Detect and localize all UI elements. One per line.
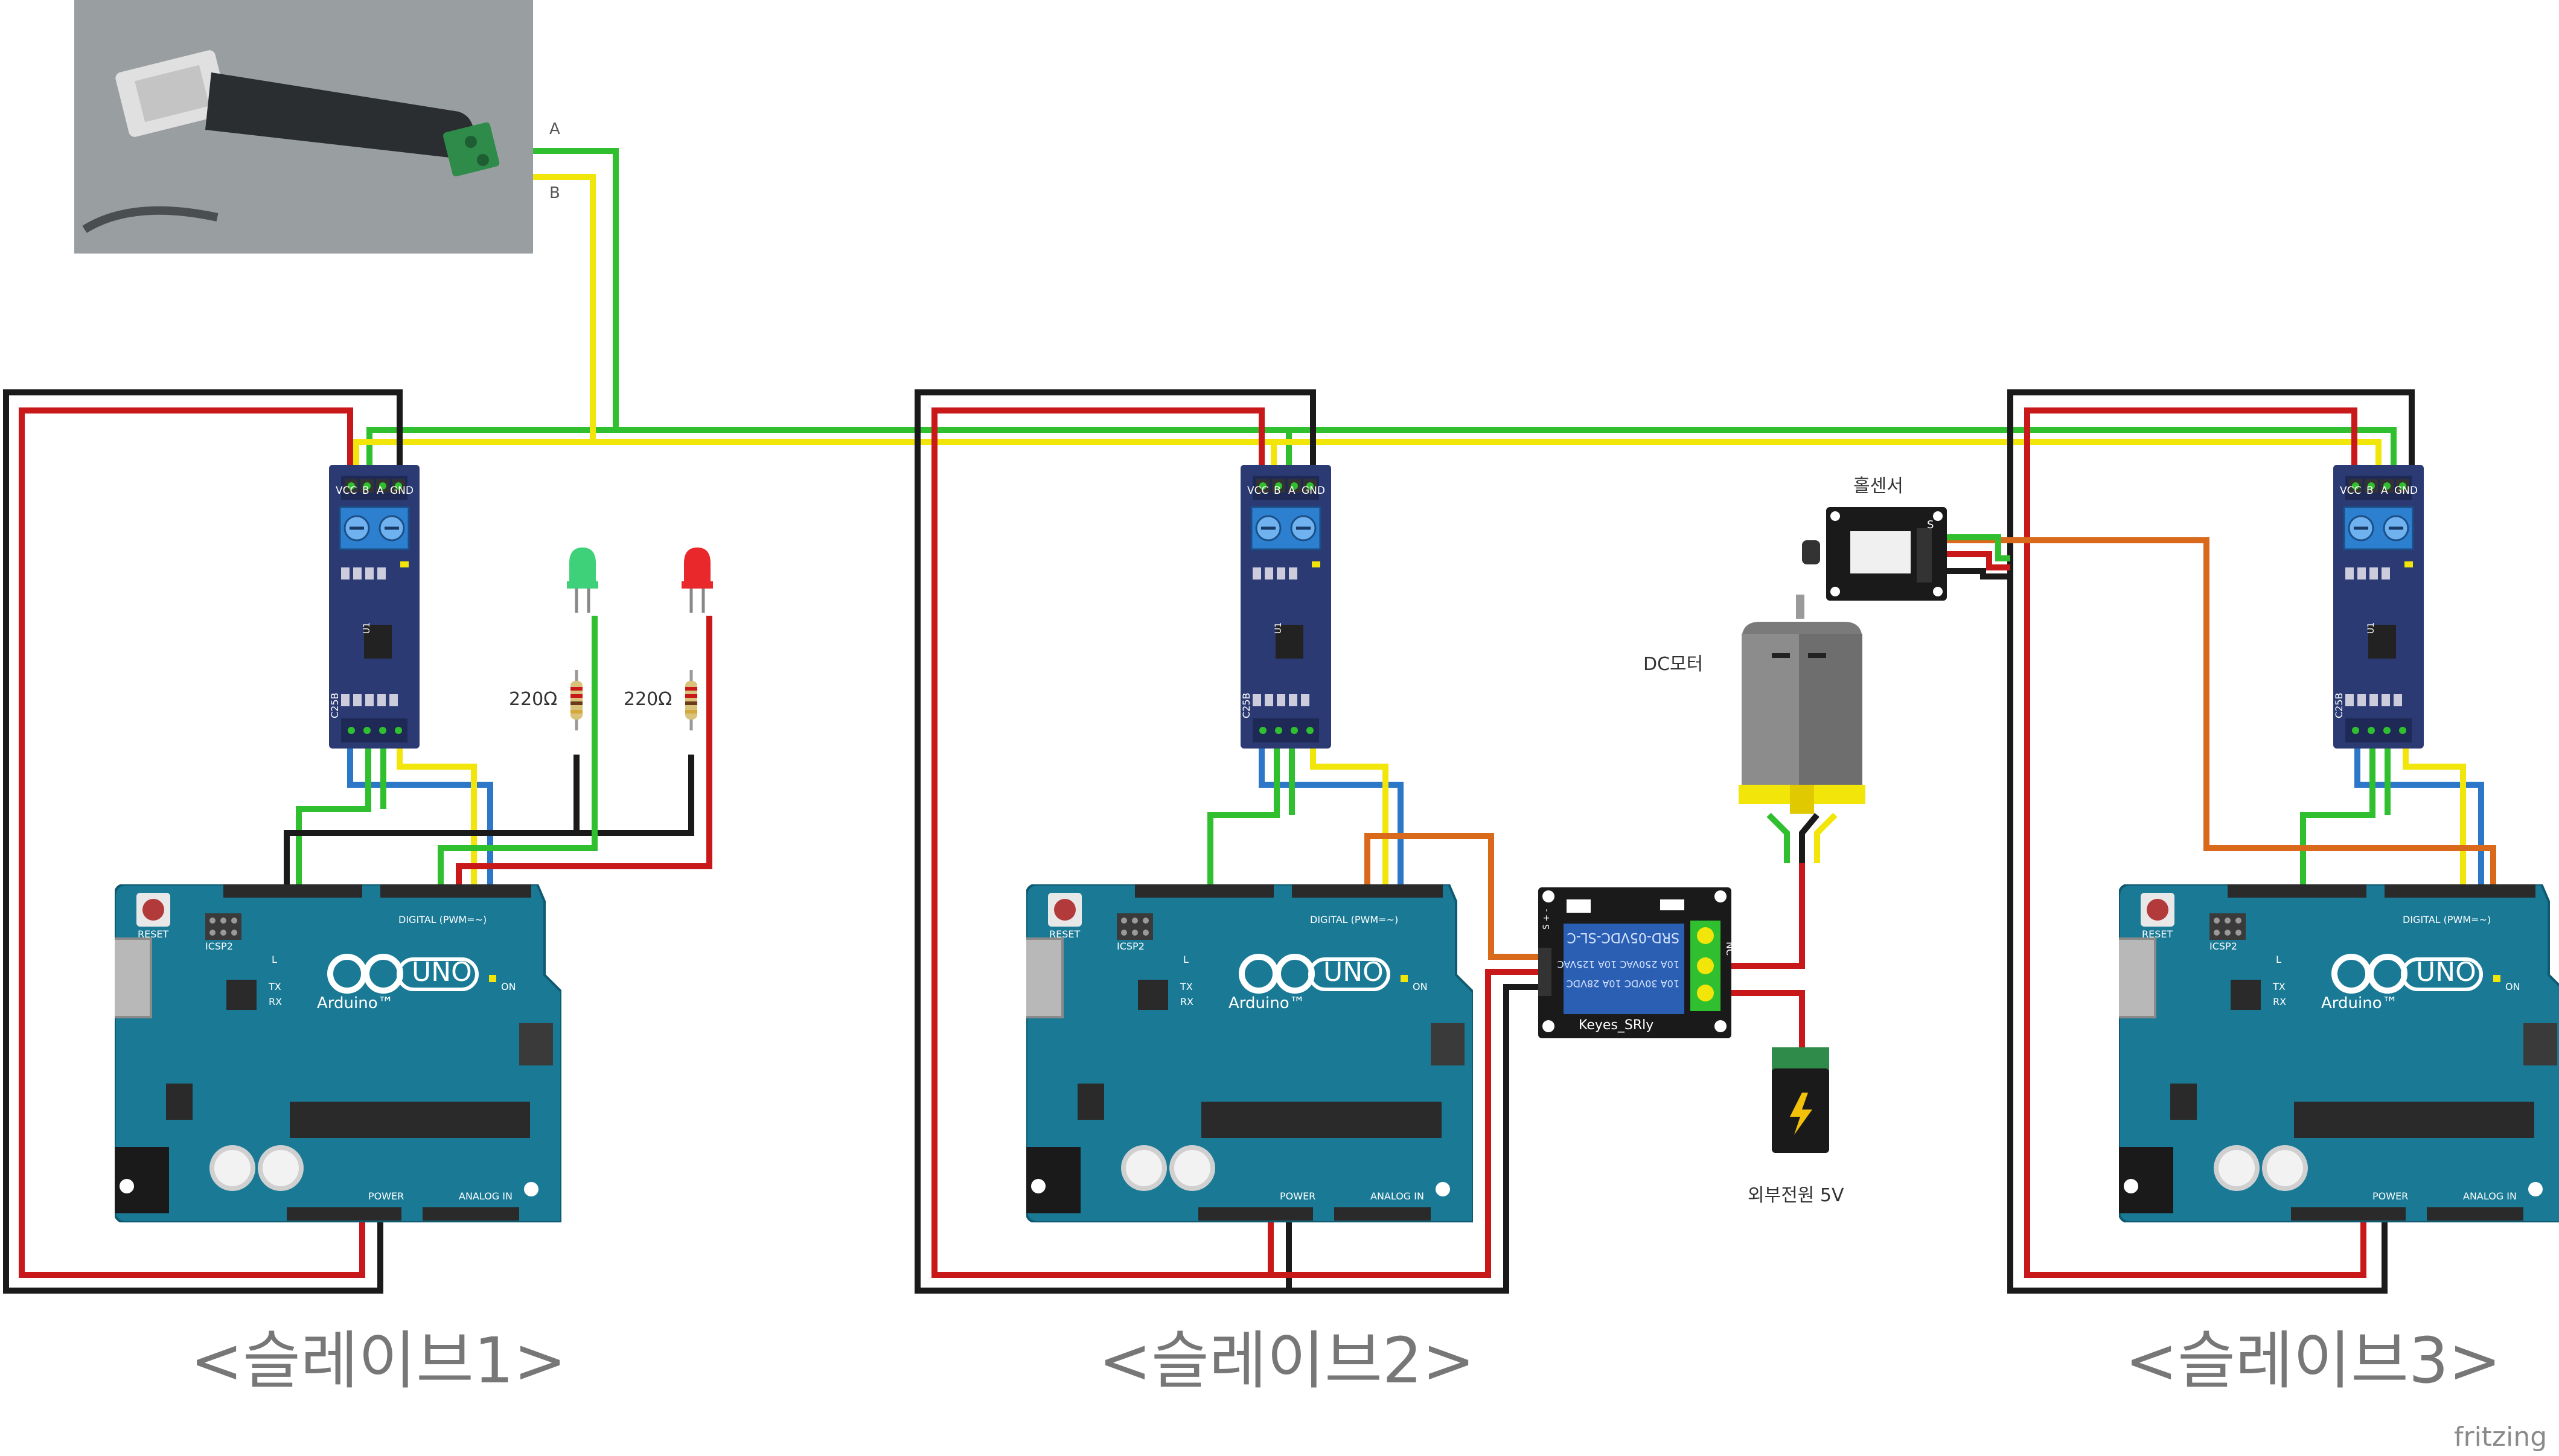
arduino-rx-label: RX [1180,996,1193,1007]
led-red [682,548,713,613]
arduino-rx-label: RX [2273,996,2286,1007]
arduino-icsp2-label: ICSP2 [2209,940,2237,952]
hall-sensor-label: 홀센서 [1853,476,1903,497]
arduino-tx-label: TX [1180,981,1193,992]
rs485-pin-gnd: GND [2394,485,2418,497]
usb-rs485-adapter: A B [74,0,560,254]
rs485-pin-vcc: VCC [2340,485,2361,497]
dc-motor-label: DC모터 [1643,654,1703,675]
arduino-tx-label: TX [2272,981,2286,992]
rs485-module-slave1: VCC B A GND C25B U1 [329,465,420,749]
slave2-label: <슬레이브2> [1099,1324,1475,1397]
arduino-power-label: POWER [2372,1190,2408,1202]
relay-load-wires [1708,813,1838,1050]
rs485-chip-label: U1 [362,622,372,634]
rs485-pin-b: B [362,485,369,497]
arduino-l-label: L [1183,954,1189,965]
arduino-icsp2-label: ICSP2 [1117,940,1145,952]
slave1-signal-wires [284,616,712,890]
arduino-icsp2-label: ICSP2 [205,940,233,952]
arduino-uno-slave2: RESET ICSP2 UNO Arduino™ DIGITAL (PWM=~)… [984,884,1473,1222]
arduino-l-label: L [2276,954,2281,965]
arduino-analog-label: ANALOG IN [1370,1190,1424,1202]
arduino-digital-label: DIGITAL (PWM=~) [1310,914,1398,925]
led-green [567,548,598,613]
slave1-label: <슬레이브1> [190,1324,566,1397]
arduino-brand-label: Arduino™ [317,994,394,1012]
relay-rating-2: 10A 30VDC 10A 28VDC [1567,978,1679,989]
arduino-uno-label: UNO [1323,957,1384,988]
arduino-brand-label: Arduino™ [1228,994,1305,1012]
rs485-side-label: C25B [329,692,340,718]
dc-motor: DC모터 [1643,595,1865,814]
fritzing-logo: fritzing [2454,1422,2547,1452]
hall-sensor: 홀센서 S [1802,476,1947,601]
resistor-red-led: 220Ω [624,670,697,730]
rs485-module-slave2: VCC B A GND C25B U1 [1241,465,1331,749]
slave2-power-wires [915,389,1551,1294]
relay-nc-label: NC [1724,942,1736,956]
relay-side-label: S + - [1542,908,1551,930]
rs485-pin-b: B [1274,485,1281,497]
rs485-pin-a: A [377,485,384,497]
arduino-digital-label: DIGITAL (PWM=~) [2403,914,2491,925]
arduino-l-label: L [272,954,277,965]
slave3-power-wires [2007,389,2415,1294]
arduino-tx-label: TX [268,981,281,992]
resistor-red-label: 220Ω [624,689,672,710]
arduino-analog-label: ANALOG IN [2463,1190,2517,1202]
rs485-pin-a: A [2381,485,2388,497]
rs485-chip-label: U1 [2366,622,2376,634]
arduino-uno-slave3: RESET ICSP2 UNO Arduino™ DIGITAL (PWM=~)… [2077,884,2559,1222]
resistor-green-led: 220Ω [509,670,583,730]
arduino-analog-label: ANALOG IN [459,1190,513,1202]
slave2-signal-wires [1207,738,1551,960]
hall-s-label: S [1927,519,1934,531]
bus-wire-b [353,174,2382,484]
adapter-pin-a: A [549,120,560,138]
slave3-label: <슬레이브3> [2125,1324,2501,1397]
rs485-pin-labels: VCC [336,485,357,497]
arduino-on-label: ON [1413,981,1428,992]
relay-module: SRD-05VDC-SL-C 10A 250VAC 10A 125VAC 10A… [1538,887,1736,1038]
rs485-side-label: C25B [2333,692,2345,718]
arduino-uno-label: UNO [2416,957,2476,988]
arduino-brand-label: Arduino™ [2321,994,2398,1012]
bus-wire-a [366,148,2397,484]
slave3-signal-wires [1947,534,2496,890]
arduino-uno-label: UNO [412,957,472,988]
rs485-pin-vcc: VCC [1247,485,1268,497]
arduino-uno-slave1: RESET ICSP2 UNO Arduino™ DIGITAL (PWM=~)… [72,884,561,1222]
arduino-reset-label: RESET [138,928,168,940]
rs485-pin-gnd: GND [390,485,414,497]
external-power-jack: 외부전원 5V [1748,1047,1844,1206]
adapter-pin-b: B [549,184,560,202]
relay-name-label: Keyes_SRly [1579,1018,1653,1033]
arduino-digital-label: DIGITAL (PWM=~) [398,914,487,925]
arduino-power-label: POWER [368,1190,404,1202]
arduino-rx-label: RX [269,996,282,1007]
arduino-on-label: ON [501,981,516,992]
relay-model-text: SRD-05VDC-SL-C [1567,930,1679,945]
slave1-power-wires [3,389,403,1294]
arduino-reset-label: RESET [1049,928,1080,940]
rs485-side-label: C25B [1241,692,1252,718]
arduino-on-label: ON [2505,981,2520,992]
rs485-pin-gnd: GND [1302,485,1325,497]
resistor-green-label: 220Ω [509,689,557,710]
arduino-power-label: POWER [1280,1190,1315,1202]
relay-rating-1: 10A 250VAC 10A 125VAC [1557,959,1679,970]
rs485-pin-b: B [2366,485,2374,497]
arduino-reset-label: RESET [2142,928,2173,940]
rs485-module-slave3: VCC B A GND C25B U1 [2333,465,2424,749]
rs485-pin-a: A [1288,485,1295,497]
rs485-chip-label: U1 [1274,622,1283,634]
external-power-label: 외부전원 5V [1748,1185,1844,1206]
